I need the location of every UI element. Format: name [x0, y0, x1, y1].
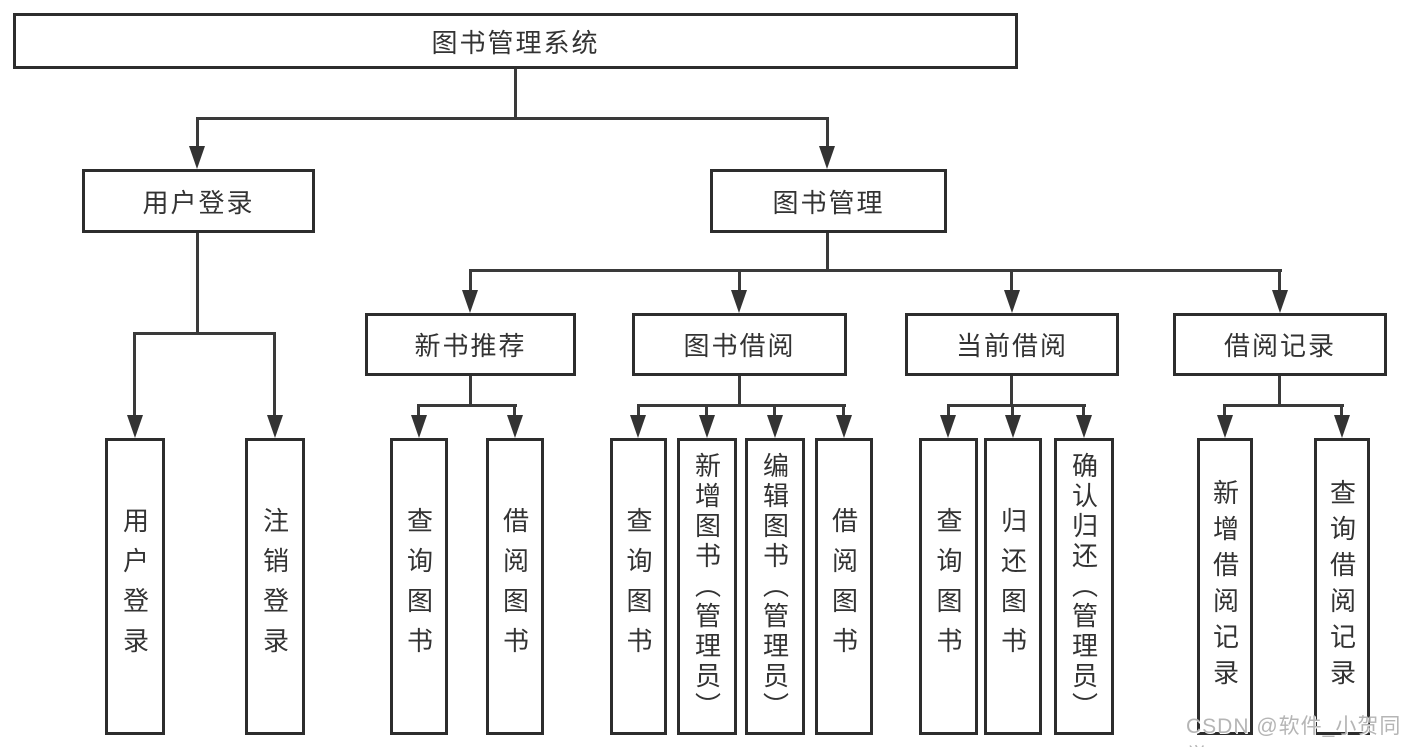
connector-to-leaf	[1223, 404, 1226, 417]
leaf-borrow-books-2-label: 借阅图书	[828, 506, 859, 667]
arrow-down-icon	[1334, 415, 1350, 438]
leaf-add-books-label: 新增图书（管理员）	[691, 451, 722, 722]
node-borrowing-records: 借阅记录	[1173, 313, 1387, 376]
arrow-down-icon	[836, 415, 852, 438]
leaf-user-login: 用户登录	[105, 438, 165, 735]
leaf-query-books-2: 查询图书	[610, 438, 667, 735]
leaf-borrow-books-1-label: 借阅图书	[499, 506, 530, 667]
node-book-borrowing: 图书借阅	[632, 313, 847, 376]
leaf-add-borrow-record-label: 新增借阅记录	[1209, 478, 1240, 695]
leaf-logout: 注销登录	[245, 438, 305, 735]
leaf-edit-books-label: 编辑图书（管理员）	[759, 451, 790, 722]
connector-book-management-stem	[826, 233, 829, 272]
connector-user-login-stem	[196, 233, 199, 335]
arrow-down-icon	[630, 415, 646, 438]
connector-to-user-login	[196, 117, 199, 150]
node-book-borrowing-label: 图书借阅	[683, 331, 796, 361]
node-book-management-label: 图书管理	[772, 187, 885, 218]
node-new-book-recommendation-label: 新书推荐	[414, 331, 527, 361]
arrow-down-icon	[411, 415, 427, 438]
connector-to-book-borrowing	[738, 269, 741, 293]
connector-to-leaf	[773, 404, 776, 417]
leaf-return-books: 归还图书	[984, 438, 1042, 735]
connector-to-leaf	[513, 404, 516, 417]
connector-to-leaf	[637, 404, 640, 417]
connector-to-leaf	[947, 404, 950, 417]
leaf-query-books-2-label: 查询图书	[623, 506, 653, 667]
node-new-book-recommendation: 新书推荐	[365, 313, 576, 376]
connector-to-book-management	[826, 117, 829, 150]
node-root-label: 图书管理系统	[431, 27, 600, 58]
connector-user-login-split	[133, 332, 276, 335]
connector-to-leaf	[842, 404, 845, 417]
connector-to-leaf	[1340, 404, 1343, 417]
connector-root-stem	[514, 69, 517, 120]
leaf-query-borrow-record-label: 查询借阅记录	[1326, 478, 1357, 695]
node-user-login-label: 用户登录	[142, 187, 255, 218]
leaf-add-borrow-record: 新增借阅记录	[1197, 438, 1253, 735]
arrow-down-icon	[940, 415, 956, 438]
node-borrowing-records-label: 借阅记录	[1223, 331, 1336, 361]
connector-new-book-split	[417, 404, 517, 407]
arrow-down-icon	[267, 415, 283, 438]
arrow-down-icon	[1217, 415, 1233, 438]
connector-to-leaf-logout	[273, 332, 276, 417]
leaf-return-books-label: 归还图书	[997, 506, 1028, 667]
node-current-borrowing-label: 当前借阅	[955, 331, 1068, 361]
connector-book-borrowing-stem	[738, 376, 741, 407]
leaf-user-login-label: 用户登录	[119, 506, 150, 667]
connector-current-borrowing-split	[947, 404, 1086, 407]
arrow-down-icon	[819, 146, 835, 169]
connector-to-leaf	[417, 404, 420, 417]
arrow-down-icon	[767, 415, 783, 438]
connector-to-current-borrowing	[1010, 269, 1013, 293]
arrow-down-icon	[1272, 290, 1288, 313]
leaf-add-books: 新增图书（管理员）	[677, 438, 737, 735]
connector-to-leaf	[705, 404, 708, 417]
leaf-edit-books: 编辑图书（管理员）	[745, 438, 805, 735]
node-root: 图书管理系统	[13, 13, 1018, 69]
leaf-query-books-1-label: 查询图书	[403, 506, 434, 667]
arrow-down-icon	[1076, 415, 1092, 438]
arrow-down-icon	[699, 415, 715, 438]
arrow-down-icon	[127, 415, 143, 438]
connector-new-book-stem	[469, 376, 472, 407]
leaf-query-borrow-record: 查询借阅记录	[1314, 438, 1370, 735]
connector-to-leaf-user-login	[133, 332, 136, 417]
connector-to-new-book-recommendation	[469, 269, 472, 293]
node-book-management: 图书管理	[710, 169, 947, 233]
arrow-down-icon	[462, 290, 478, 313]
arrow-down-icon	[507, 415, 523, 438]
leaf-query-books-3-label: 查询图书	[933, 506, 963, 667]
connector-borrowing-records-stem	[1278, 376, 1281, 407]
node-current-borrowing: 当前借阅	[905, 313, 1119, 376]
connector-to-leaf	[1011, 404, 1014, 417]
connector-to-leaf	[1082, 404, 1085, 417]
leaf-query-books-1: 查询图书	[390, 438, 448, 735]
arrow-down-icon	[1005, 415, 1021, 438]
csdn-watermark: CSDN @软件_小贺同学	[1186, 715, 1402, 747]
leaf-confirm-return-label: 确认归还（管理员）	[1068, 451, 1099, 722]
leaf-logout-label: 注销登录	[259, 506, 290, 667]
arrow-down-icon	[731, 290, 747, 313]
leaf-confirm-return: 确认归还（管理员）	[1054, 438, 1114, 735]
connector-current-borrowing-stem	[1010, 376, 1013, 407]
connector-book-management-split	[469, 269, 1282, 272]
leaf-borrow-books-1: 借阅图书	[486, 438, 544, 735]
node-user-login: 用户登录	[82, 169, 315, 233]
connector-root-split	[196, 117, 829, 120]
connector-to-borrowing-records	[1278, 269, 1281, 293]
leaf-query-books-3: 查询图书	[919, 438, 978, 735]
connector-book-borrowing-split	[637, 404, 846, 407]
arrow-down-icon	[189, 146, 205, 169]
connector-borrowing-records-split	[1223, 404, 1344, 407]
leaf-borrow-books-2: 借阅图书	[815, 438, 873, 735]
arrow-down-icon	[1004, 290, 1020, 313]
